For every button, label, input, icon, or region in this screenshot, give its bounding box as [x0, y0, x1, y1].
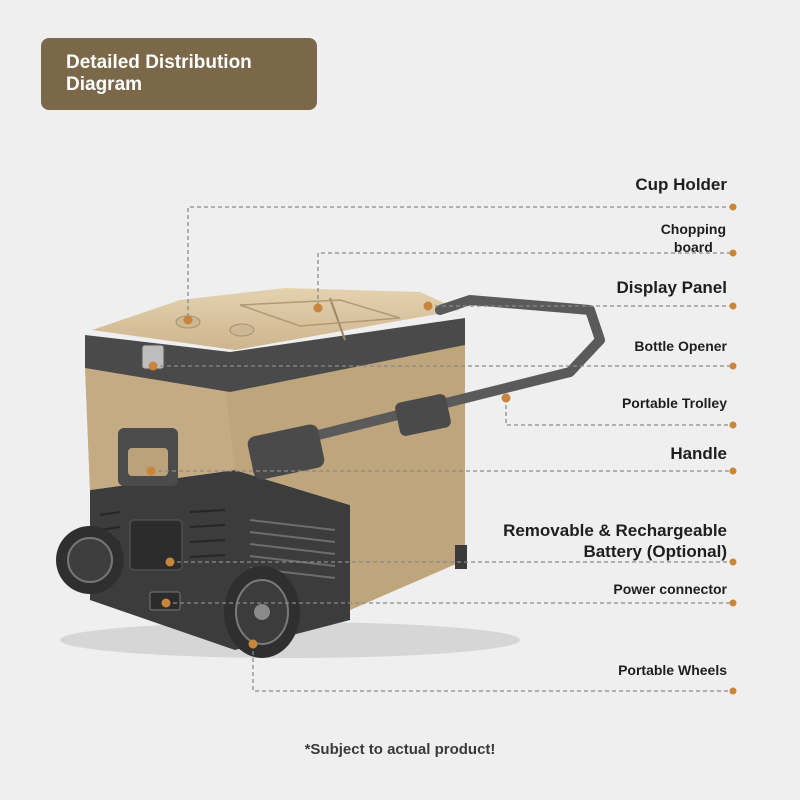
label-chopping-board-line2: board	[673, 239, 713, 255]
diagram-title: Detailed Distribution Diagram	[41, 38, 317, 110]
label-battery-line1: Removable & Rechargeable	[503, 521, 727, 540]
trolley-handle	[253, 295, 605, 455]
label-portable-trolley: Portable Trolley	[621, 395, 727, 411]
label-chopping-board-line1: Chopping	[660, 221, 726, 237]
label-battery: Removable & Rechargeable Battery (Option…	[503, 520, 727, 562]
wheel-right	[224, 566, 300, 658]
lid-rim	[85, 318, 465, 392]
cup-holder-2	[229, 323, 255, 337]
label-power-connector: Power connector	[613, 581, 727, 597]
rear-foot	[455, 545, 467, 569]
lid-top	[92, 288, 460, 350]
battery-bay	[129, 519, 183, 571]
label-battery-line2: Battery (Optional)	[583, 542, 727, 561]
leader-lines	[151, 206, 733, 692]
label-bottle-opener: Bottle Opener	[634, 338, 727, 354]
label-chopping-board: Chopping board	[661, 220, 726, 256]
label-portable-wheels: Portable Wheels	[618, 662, 727, 678]
lid-seam	[329, 297, 346, 341]
label-cup-holder: Cup Holder	[635, 175, 727, 194]
chopping-board	[239, 299, 401, 327]
base-dark	[90, 470, 350, 650]
wheel-left	[56, 526, 124, 594]
handle-clamp-side	[395, 394, 451, 436]
footnote: *Subject to actual product!	[304, 741, 496, 758]
handle-clamp-front	[247, 424, 325, 480]
label-handle: Handle	[670, 444, 727, 463]
callout-dots	[146, 203, 737, 695]
label-display-panel: Display Panel	[616, 278, 727, 297]
